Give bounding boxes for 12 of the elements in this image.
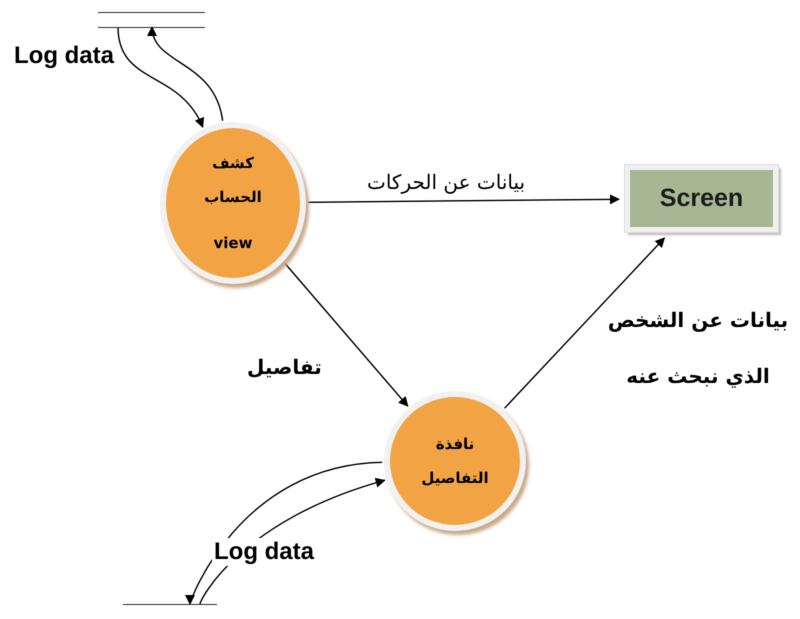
arrow xyxy=(308,194,620,204)
arrow xyxy=(284,262,408,407)
screen-box: Screen xyxy=(625,165,778,232)
arrow xyxy=(188,462,382,605)
data-store-line xyxy=(123,604,217,606)
data-store xyxy=(98,12,205,28)
arrow xyxy=(148,26,224,121)
edge-label: Log data xyxy=(212,538,316,566)
edge-label: بيانات عن الشخص الذي نبحث عنه xyxy=(606,307,790,390)
process-circle: نافذة التفاصيل xyxy=(384,391,526,531)
arrow xyxy=(504,237,666,409)
arrow xyxy=(117,26,204,128)
